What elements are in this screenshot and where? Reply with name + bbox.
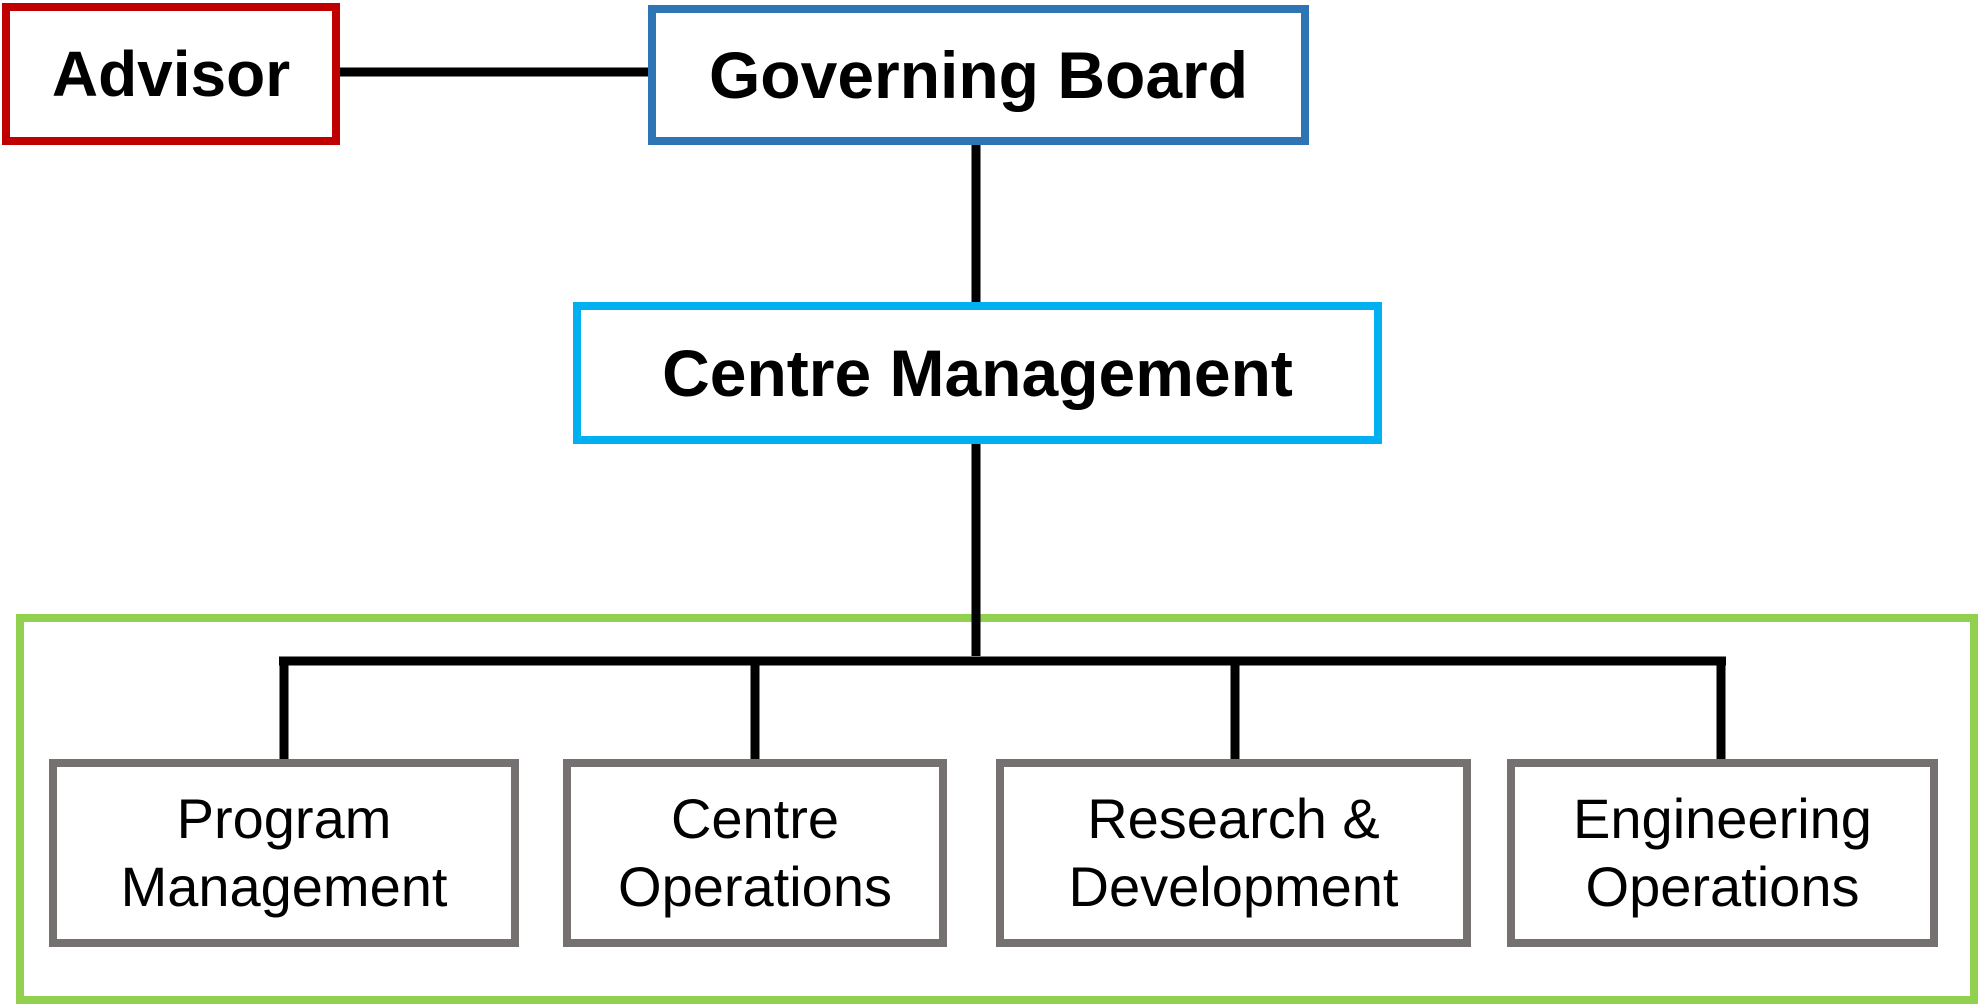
- research-development-box: Research & Development: [996, 759, 1471, 947]
- centre-operations-box: Centre Operations: [563, 759, 947, 947]
- engineering-operations-box: Engineering Operations: [1507, 759, 1938, 947]
- advisor-box: Advisor: [2, 3, 340, 145]
- centre-management-label: Centre Management: [662, 336, 1293, 410]
- unit-label: Engineering Operations: [1573, 786, 1872, 918]
- program-management-box: Program Management: [49, 759, 519, 947]
- centre-management-box: Centre Management: [573, 302, 1382, 444]
- governing-board-box: Governing Board: [648, 5, 1309, 145]
- advisor-label: Advisor: [51, 38, 291, 110]
- unit-label: Research & Development: [1068, 786, 1399, 918]
- unit-label: Centre Operations: [618, 786, 892, 918]
- governing-board-label: Governing Board: [708, 38, 1249, 112]
- departments-group: [16, 614, 1978, 1004]
- unit-label: Program Management: [120, 786, 448, 918]
